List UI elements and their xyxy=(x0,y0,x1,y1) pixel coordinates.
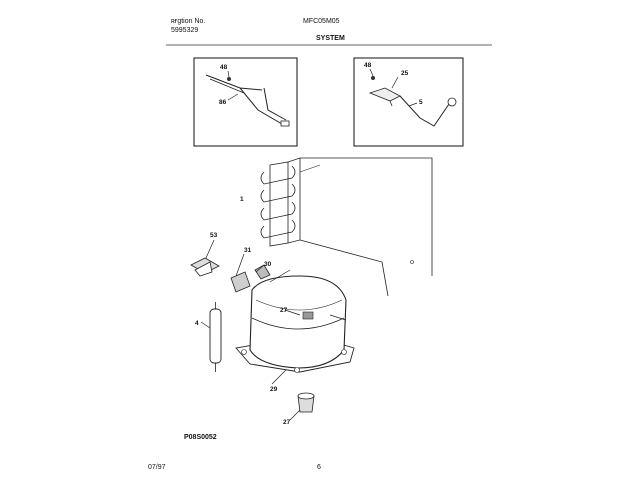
callout-30: 30 xyxy=(264,261,272,268)
inset-wiring-harness xyxy=(193,57,298,147)
callout-29: 29 xyxy=(270,386,278,393)
page-number: 6 xyxy=(317,464,321,471)
callout-48-left: 48 xyxy=(220,64,228,71)
callout-53: 53 xyxy=(210,232,218,239)
condenser-assembly xyxy=(260,157,433,297)
callout-27-upper: 27 xyxy=(280,307,288,314)
footer-date: 07/97 xyxy=(148,464,166,471)
callout-86: 86 xyxy=(219,99,227,106)
figure-code: P08S0052 xyxy=(184,434,217,441)
publication-number: 5995329 xyxy=(171,27,199,34)
callout-1: 1 xyxy=(240,196,244,203)
callout-4: 4 xyxy=(195,320,199,327)
callout-31: 31 xyxy=(244,247,252,254)
callout-25: 25 xyxy=(401,70,409,77)
callout-48-right: 48 xyxy=(364,62,372,69)
callout-27-lower: 27 xyxy=(283,419,291,426)
relay-parts xyxy=(190,239,271,293)
callout-5: 5 xyxy=(419,99,423,106)
compressor xyxy=(235,269,355,385)
model-label: ʀғgtion No. xyxy=(171,18,206,25)
drier xyxy=(200,302,222,372)
model-number: MFC05M05 xyxy=(303,18,340,25)
section-title: SYSTEM xyxy=(316,35,345,42)
inset-overload-relay xyxy=(353,57,464,147)
grommet xyxy=(289,392,315,421)
